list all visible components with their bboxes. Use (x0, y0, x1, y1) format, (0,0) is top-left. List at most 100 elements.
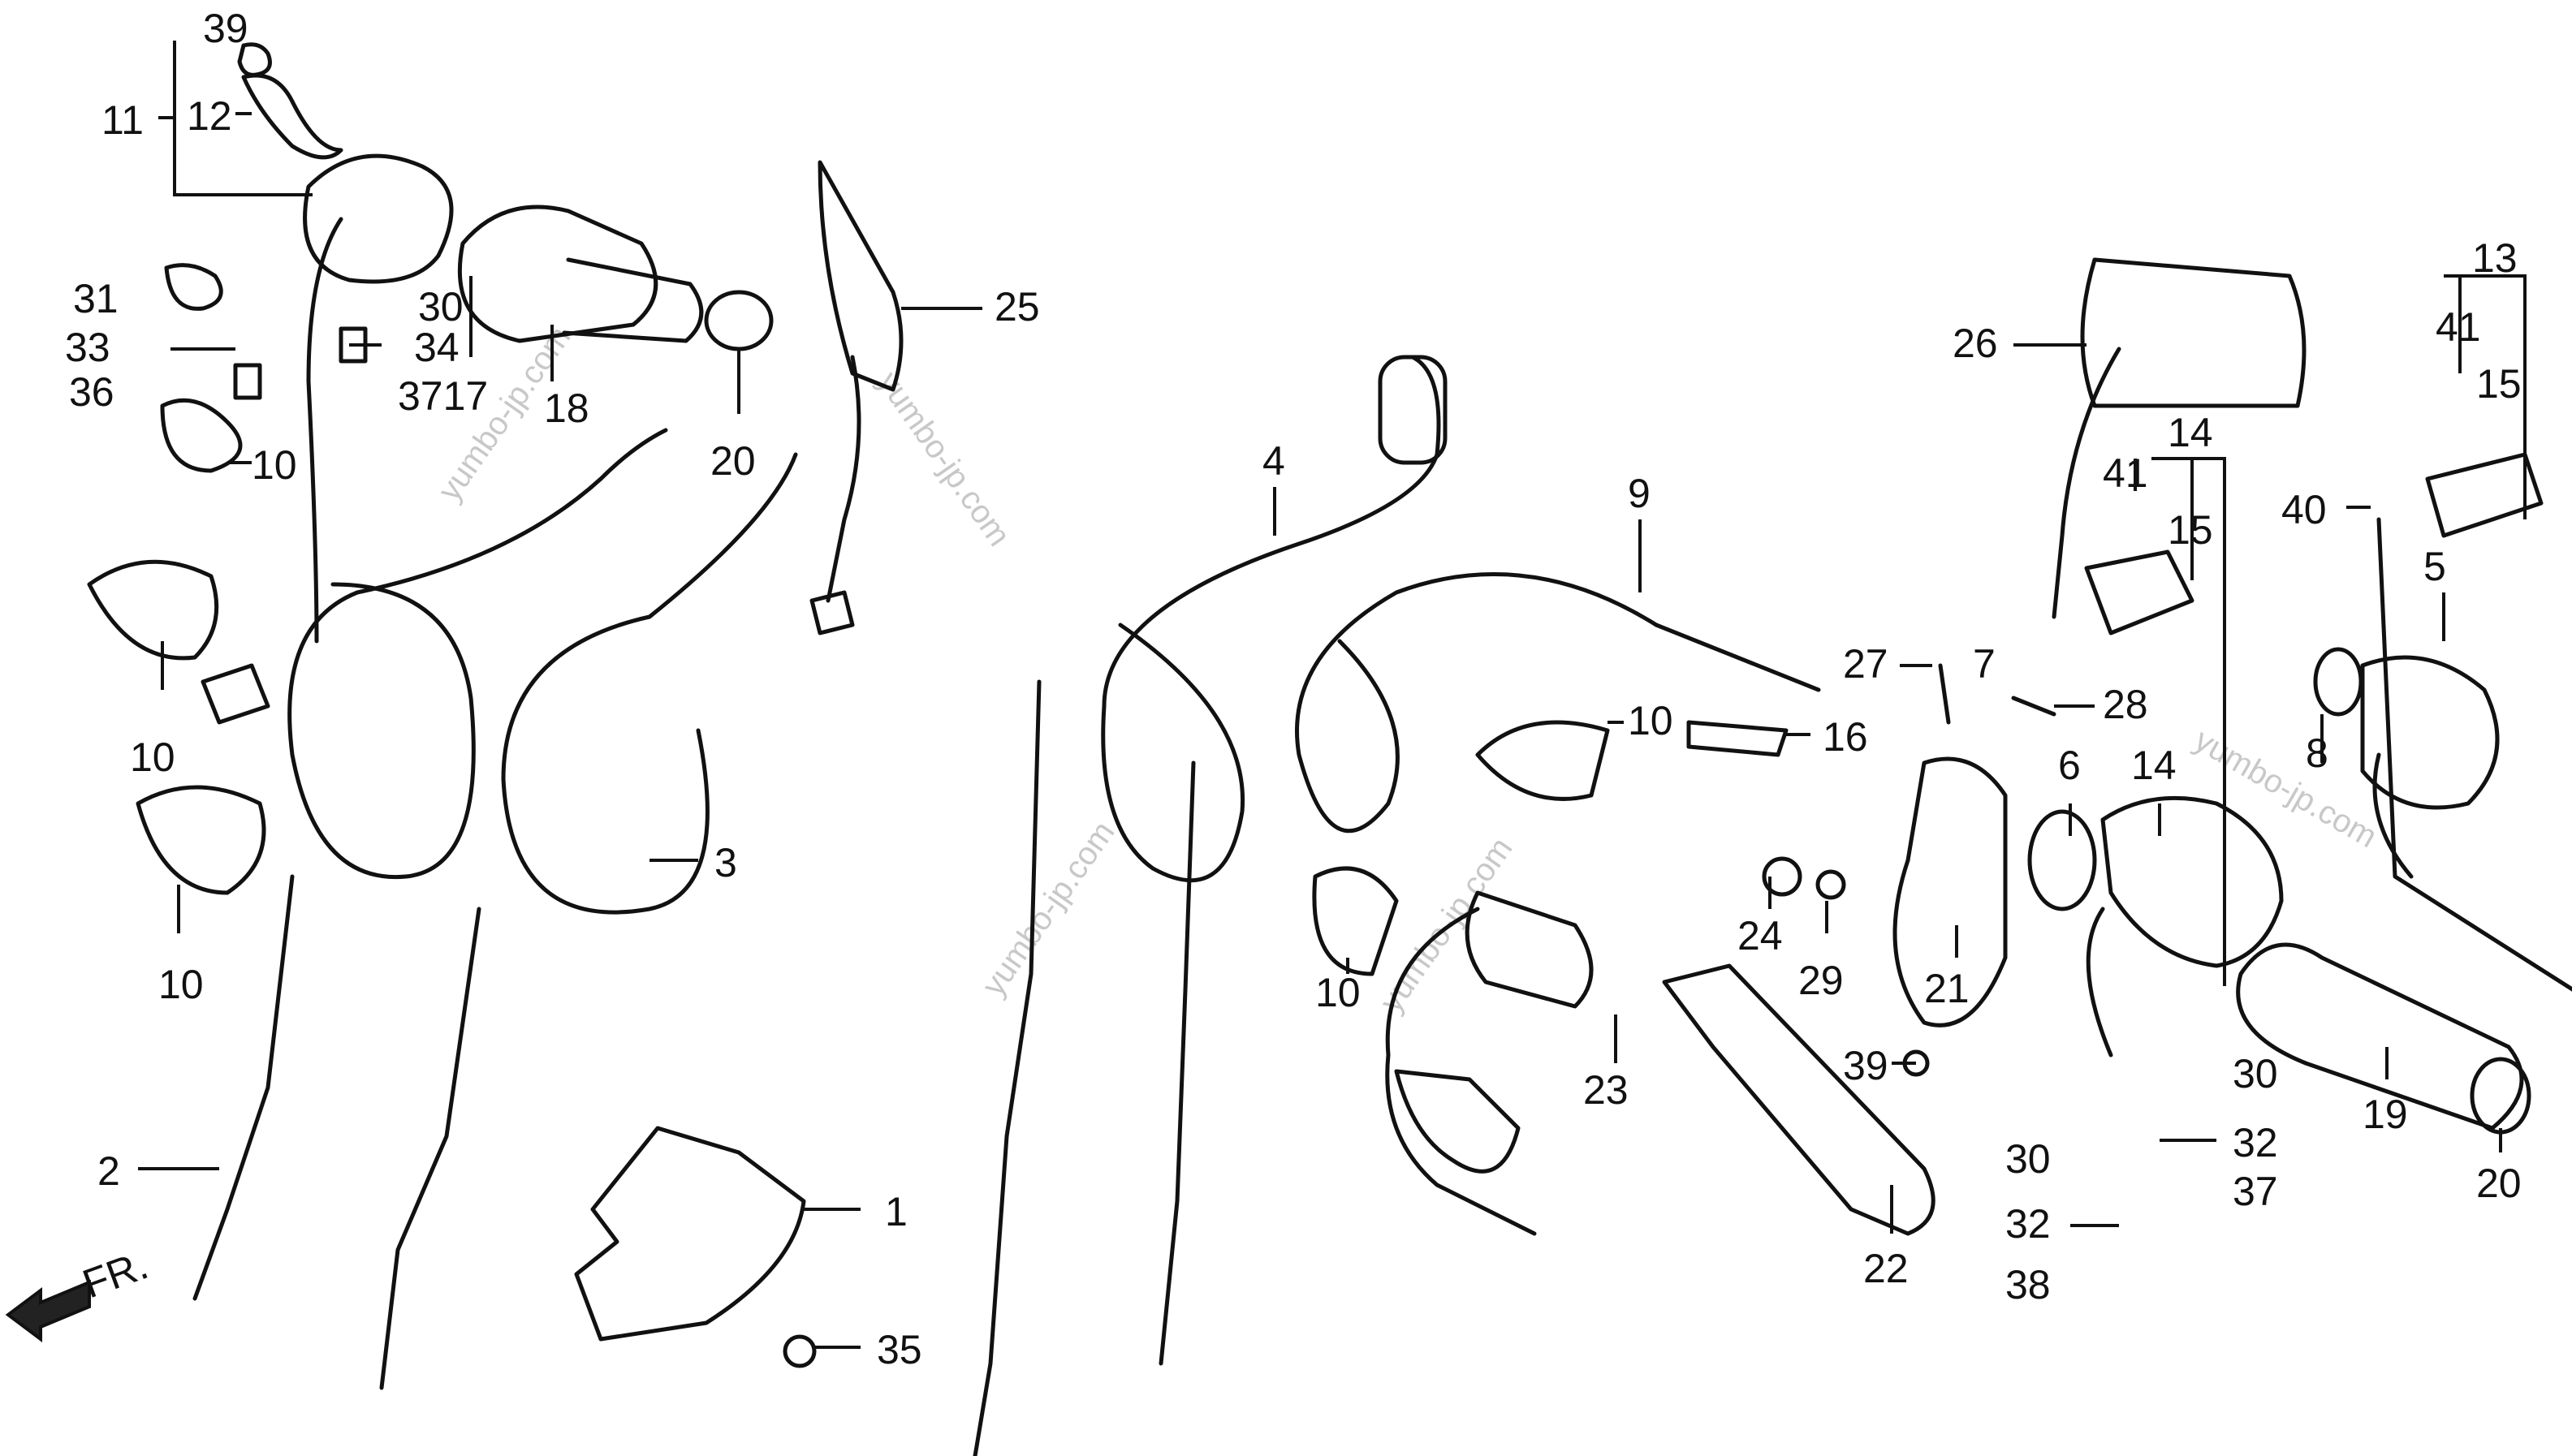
callout-32a: 32 (2233, 1120, 2278, 1165)
bracket-1 (574, 1126, 817, 1368)
screw-35-shape (783, 1334, 817, 1368)
callout-10e: 10 (1315, 970, 1361, 1015)
grip-19-shape (2236, 942, 2524, 1131)
callout-26: 26 (1953, 321, 1998, 366)
fr-label: FR. (77, 1242, 154, 1307)
cable-4-lower (973, 679, 1042, 1456)
mirror-right-glass (2080, 257, 2307, 408)
switch-5-housing (2360, 655, 2500, 810)
screw-33-shape (233, 363, 262, 400)
throttle-grip-rubber (562, 257, 704, 343)
callout-23: 23 (1583, 1067, 1629, 1113)
bolt-27-shape (1938, 663, 1951, 725)
callout-31: 31 (73, 276, 119, 321)
callout-20a: 20 (710, 438, 756, 484)
center-cables (973, 355, 1821, 1456)
callout-16: 16 (1823, 714, 1868, 760)
switch-housing-left (303, 153, 454, 284)
switch-23-shape (1465, 890, 1594, 1009)
cable-9-loop (1295, 572, 1659, 834)
screw-28-shape (2011, 696, 2056, 717)
leader-13 (2444, 274, 2527, 519)
right-grip-assembly (2236, 517, 2572, 1135)
callout-15a: 15 (2168, 507, 2213, 553)
mirror-right-stem (2052, 347, 2121, 619)
callout-4: 4 (1262, 438, 1285, 484)
screw-39-shape (237, 42, 272, 77)
callout-35: 35 (877, 1327, 922, 1372)
callout-6: 6 (2058, 743, 2081, 788)
cable-3-loop (501, 452, 798, 915)
connectors-23 (1394, 1069, 1521, 1174)
callout-13: 13 (2472, 235, 2518, 281)
cable-2-lower (192, 874, 295, 1301)
callout-37: 37 (2233, 1169, 2278, 1214)
callout-41b: 41 (2436, 304, 2481, 350)
callout-25: 25 (995, 284, 1040, 330)
front-direction-arrow: FR. (5, 1242, 154, 1342)
callout-29: 29 (1798, 958, 1844, 1003)
lever-22-shape (1662, 963, 1935, 1236)
callout-30b: 30 (2233, 1051, 2278, 1096)
watermark-1: yumbo-jp.com (871, 365, 1017, 553)
arrow-icon (5, 1280, 91, 1342)
throttle-cables (192, 428, 798, 1390)
center-small-parts (1312, 720, 1789, 1236)
callout-33: 33 (65, 325, 110, 370)
callout-labels: 39 11 12 31 33 36 10 10 10 30 34 3717 18… (65, 6, 2522, 1372)
callout-32b: 32 (2005, 1201, 2051, 1247)
callout-18: 18 (544, 386, 589, 431)
callout-36: 36 (69, 369, 114, 415)
bolt-24-shape (1762, 856, 1802, 897)
throttle-grip-assembly (457, 205, 774, 351)
callout-14b: 14 (2131, 743, 2177, 788)
callout-10a: 10 (252, 442, 297, 488)
callout-39b: 39 (1843, 1043, 1888, 1088)
brake-lever-assembly (1662, 663, 2056, 1236)
leader-lines (138, 41, 2527, 1349)
watermarks: yumbo-jp.com yumbo-jp.com yumbo-jp.com y… (431, 320, 2383, 1019)
callout-15b: 15 (2476, 361, 2522, 407)
bracket-15b-shape (2425, 452, 2544, 538)
callout-9: 9 (1628, 471, 1651, 516)
callout-22: 22 (1863, 1246, 1909, 1291)
callout-28: 28 (2103, 682, 2148, 727)
washer-29-shape (1815, 869, 1846, 900)
watermark-5: yumbo-jp.com (2189, 722, 2384, 855)
cable-9-lower (1159, 760, 1196, 1366)
callout-3717: 3717 (398, 373, 488, 419)
switch-31-shape (164, 263, 223, 311)
bracket-1-shape (574, 1126, 806, 1342)
callout-11: 11 (101, 97, 144, 143)
clamp-on-cable-4 (1378, 355, 1448, 465)
callout-34: 34 (414, 325, 460, 370)
callout-20b: 20 (2476, 1161, 2522, 1206)
callout-8: 8 (2306, 730, 2328, 776)
handlebar-edge (2376, 517, 2572, 992)
callout-10c: 10 (158, 962, 204, 1007)
callout-12: 12 (187, 93, 232, 139)
callout-27: 27 (1843, 641, 1888, 687)
callout-30c: 30 (2005, 1136, 2051, 1182)
callout-38: 38 (2005, 1262, 2051, 1307)
callout-39: 39 (203, 6, 248, 51)
callout-3: 3 (714, 840, 737, 885)
leader-14-bracket (2151, 457, 2226, 986)
watermark-3: yumbo-jp.com (975, 815, 1121, 1002)
callout-5: 5 (2423, 544, 2446, 589)
cable-9-end (1654, 622, 1821, 692)
switch-5-wire (2372, 752, 2414, 879)
band-36-shape (160, 398, 243, 473)
switch-wire-23 (1385, 907, 1537, 1236)
cable-4-loop (1101, 355, 1441, 883)
callout-1: 1 (885, 1189, 908, 1234)
mirror-left-stem (826, 355, 861, 603)
mirror-left-base (809, 590, 855, 635)
callout-10b: 10 (130, 734, 175, 780)
right-switch-assembly (2027, 452, 2544, 1058)
bracket-15a-shape (2084, 549, 2194, 635)
band-10c-shape (1475, 720, 1610, 801)
right-switch-wire (2086, 907, 2113, 1058)
callout-40: 40 (2281, 487, 2327, 532)
